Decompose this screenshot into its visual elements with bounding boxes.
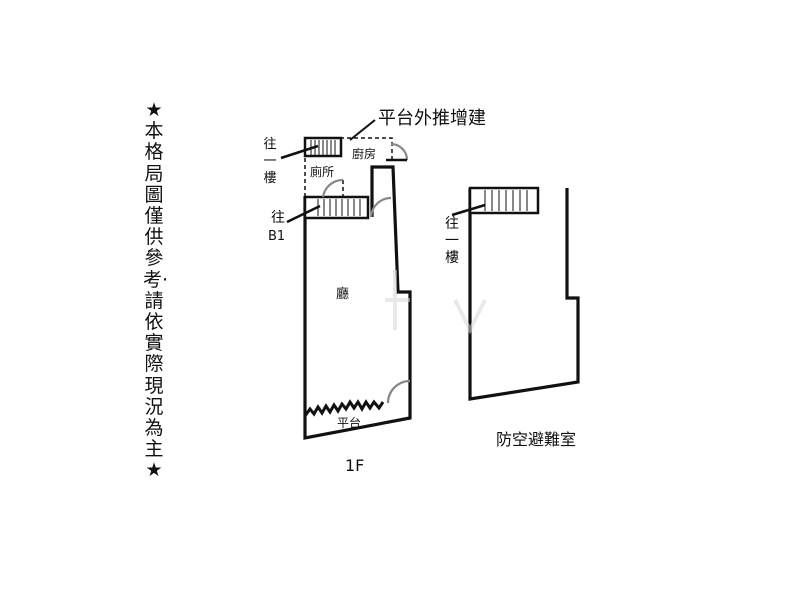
to-b1-prefix: 往 xyxy=(271,210,285,226)
to-upstairs-label-1f: 往一樓 xyxy=(263,137,277,186)
door-arc-platform xyxy=(386,379,411,404)
shelter-wall-outline xyxy=(468,188,580,401)
toilet-label: 廁所 xyxy=(310,165,335,179)
annex-label: 平台外推增建 xyxy=(378,108,486,129)
disclaimer-note: ★本格局圖僅供參考‧請依實際現況為主★ xyxy=(143,99,169,482)
pointer-to-b1 xyxy=(286,204,321,224)
staircase-shelter xyxy=(468,186,540,215)
pointer-annex xyxy=(349,119,376,141)
door-arc-stair xyxy=(369,196,392,218)
staircase-upper-left xyxy=(303,136,343,158)
platform-label: 平台 xyxy=(337,416,362,430)
floor-1f-wall-outline xyxy=(303,165,412,440)
floor-1f-caption: 1F xyxy=(345,456,365,475)
watermark xyxy=(385,270,487,335)
platform-zigzag-partition xyxy=(303,399,385,417)
staircase-to-b1 xyxy=(303,195,370,220)
shelter-caption: 防空避難室 xyxy=(496,430,577,449)
to-upstairs-label-shelter: 往一樓 xyxy=(445,216,459,266)
hall-label: 廳 xyxy=(336,287,350,302)
pointer-shelter-upstairs xyxy=(451,203,486,217)
pointer-to-upstairs xyxy=(280,144,319,160)
kitchen-label: 廚房 xyxy=(352,147,377,161)
to-b1-code: B1 xyxy=(268,229,286,244)
door-arc-kitchen xyxy=(390,142,409,161)
door-arc-toilet xyxy=(321,178,344,198)
